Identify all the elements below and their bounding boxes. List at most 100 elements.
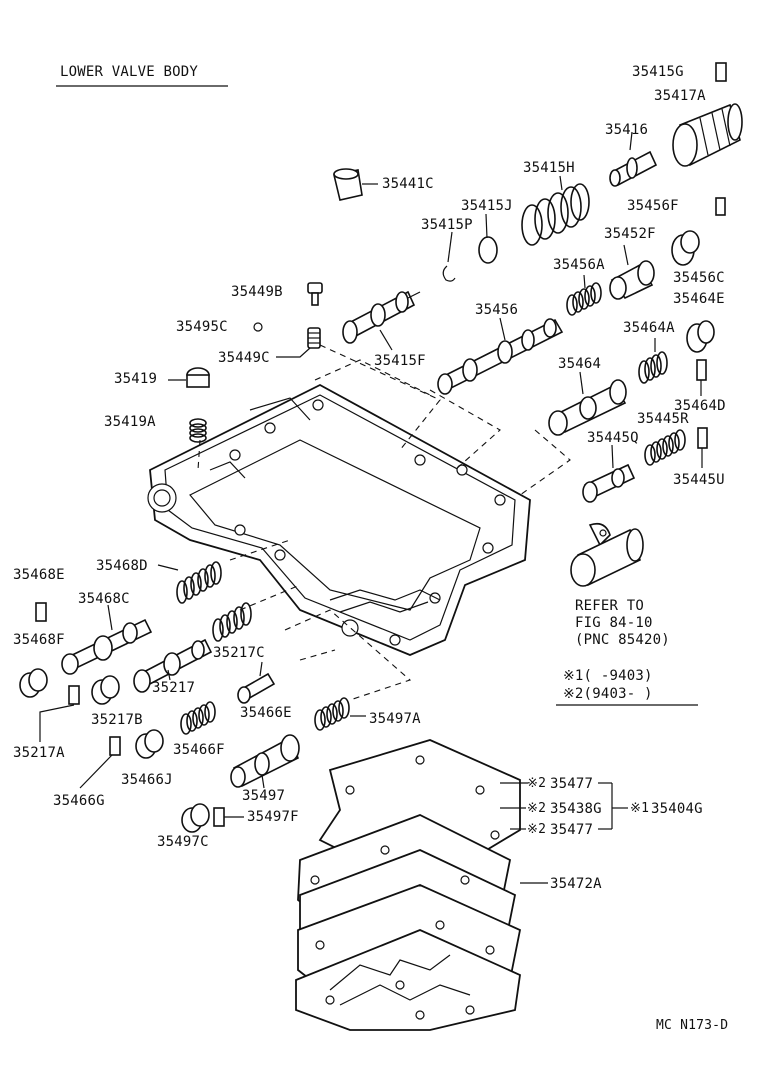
plug-35464E <box>686 320 715 353</box>
plug-35419 <box>168 367 210 388</box>
part-label-35415F[interactable]: 35415F <box>374 353 426 369</box>
part-label-35452F[interactable]: 35452F <box>604 226 656 242</box>
spring-35415H <box>521 175 590 246</box>
part-label-35445Q[interactable]: 35445Q <box>587 430 639 446</box>
part-label-35456[interactable]: 35456 <box>475 302 519 318</box>
plug-35468F <box>19 668 48 698</box>
part-label-35449B[interactable]: 35449B <box>231 284 283 300</box>
part-label-35419[interactable]: 35419 <box>114 371 158 387</box>
valve-35468C <box>61 604 153 675</box>
part-label-35468F[interactable]: 35468F <box>13 632 65 648</box>
plug-35217B <box>91 675 120 705</box>
mark-1: ※1 <box>630 801 650 816</box>
part-label-35416[interactable]: 35416 <box>605 122 649 138</box>
part-label-35449C[interactable]: 35449C <box>218 350 270 366</box>
key-35456F <box>715 197 726 216</box>
part-label-35497C[interactable]: 35497C <box>157 834 209 850</box>
part-label-35404G[interactable]: 35404G <box>651 801 703 817</box>
part-label-35417A[interactable]: 35417A <box>654 88 706 104</box>
spring-35217C <box>212 602 252 642</box>
part-label-35456F[interactable]: 35456F <box>627 198 679 214</box>
part-label-35217[interactable]: 35217 <box>152 680 196 696</box>
part-label-35415H[interactable]: 35415H <box>523 160 575 176</box>
spring-35449C <box>276 327 321 358</box>
part-label-35466G[interactable]: 35466G <box>53 793 105 809</box>
spring-35464A <box>638 338 668 384</box>
legend-row-2: ※2(9403- ) <box>563 686 653 702</box>
part-label-35456C[interactable]: 35456C <box>673 270 725 286</box>
valve-35497 <box>230 734 300 789</box>
legend-row-1: ※1( -9403) <box>563 668 653 684</box>
footer-code: MC N173-D <box>656 1018 729 1033</box>
part-label-35415P[interactable]: 35415P <box>421 217 473 233</box>
part-label-35497[interactable]: 35497 <box>242 788 286 804</box>
part-label-35466F[interactable]: 35466F <box>173 742 225 758</box>
valve-35445Q <box>582 444 636 503</box>
part-label-35464A[interactable]: 35464A <box>623 320 675 336</box>
part-label-35468E[interactable]: 35468E <box>13 567 65 583</box>
part-label-35495C[interactable]: 35495C <box>176 319 228 335</box>
part-label-35415J[interactable]: 35415J <box>461 198 513 214</box>
part-label-35445R[interactable]: 35445R <box>637 411 689 427</box>
plug-35466E <box>237 661 276 704</box>
spring-35419A <box>189 418 207 443</box>
part-label-35445U[interactable]: 35445U <box>673 472 725 488</box>
key-35468E <box>35 602 47 622</box>
valve-35464 <box>548 371 627 436</box>
mark-2-top: ※2 <box>527 776 547 791</box>
part-label-35466E[interactable]: 35466E <box>240 705 292 721</box>
spring-35445R <box>644 429 686 466</box>
part-label-35466J[interactable]: 35466J <box>121 772 173 788</box>
part-label-35441C[interactable]: 35441C <box>382 176 434 192</box>
key-35466G <box>109 736 121 756</box>
refer-line-1: REFER TO <box>575 598 645 614</box>
part-label-35497F[interactable]: 35497F <box>247 809 299 825</box>
part-label-35217B[interactable]: 35217B <box>91 712 143 728</box>
plug-35466J <box>135 729 164 759</box>
part-label-35456A[interactable]: 35456A <box>553 257 605 273</box>
bolt-35449B <box>307 282 323 306</box>
washer-35415J <box>478 236 498 264</box>
part-label-35464[interactable]: 35464 <box>558 356 602 372</box>
spring-35497A <box>314 697 366 731</box>
separator-plates <box>295 739 522 1031</box>
part-label-35468C[interactable]: 35468C <box>78 591 130 607</box>
part-label-35477-top[interactable]: 35477 <box>550 776 594 792</box>
part-label-35472A[interactable]: 35472A <box>550 876 602 892</box>
sleeve-35417A <box>672 103 743 167</box>
plug-35416 <box>609 131 658 187</box>
key-35415G <box>715 62 727 82</box>
leader-35466G <box>79 754 113 789</box>
part-label-35468D[interactable]: 35468D <box>96 558 148 574</box>
ball-35495C <box>253 322 263 332</box>
valve-35456 <box>437 317 564 395</box>
cap-35441C <box>333 168 378 201</box>
part-label-35464E[interactable]: 35464E <box>673 291 725 307</box>
mark-2-bottom: ※2 <box>527 822 547 837</box>
clip-35415P <box>442 265 456 282</box>
solenoid <box>570 522 644 587</box>
part-label-35419A[interactable]: 35419A <box>104 414 156 430</box>
plug-35497C <box>181 803 210 833</box>
key-35217A <box>68 685 80 705</box>
assembly-guides <box>197 344 571 701</box>
key-35445U <box>697 427 708 449</box>
part-label-35464D[interactable]: 35464D <box>674 398 726 414</box>
part-label-35415G[interactable]: 35415G <box>632 64 684 80</box>
part-label-35477-bottom[interactable]: 35477 <box>550 822 594 838</box>
valve-35217 <box>133 638 213 693</box>
part-label-35217C[interactable]: 35217C <box>213 645 265 661</box>
valve-35415F <box>342 290 421 351</box>
leader-35217A <box>39 704 75 742</box>
part-label-35497A[interactable]: 35497A <box>369 711 421 727</box>
refer-line-3: (PNC 85420) <box>575 632 670 648</box>
refer-line-2: FIG 84-10 <box>575 615 653 631</box>
plug-35456C <box>671 230 700 266</box>
part-label-35217A[interactable]: 35217A <box>13 745 65 761</box>
diagram-title: LOWER VALVE BODY <box>60 64 199 80</box>
mark-2-middle: ※2 <box>527 801 547 816</box>
part-label-35438G[interactable]: 35438G <box>550 801 602 817</box>
key-35464D <box>696 359 707 381</box>
